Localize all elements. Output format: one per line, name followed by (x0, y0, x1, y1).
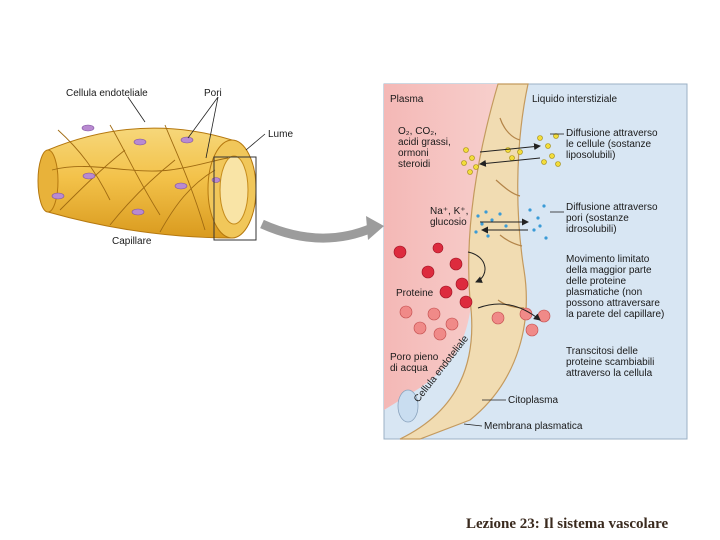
label-diffusion-cells: Diffusione attraverso le cellule (sostan… (566, 128, 658, 161)
label-interstitial-fluid: Liquido interstiziale (532, 94, 618, 105)
label-capillary: Capillare (112, 236, 152, 247)
label-diffusion-pores: Diffusione attraverso pori (sostanze idr… (566, 202, 658, 235)
label-water-pore: Poro pieno di acqua (390, 352, 439, 374)
lipid-molecules (461, 133, 561, 175)
zoom-box (213, 156, 257, 241)
transcytosis-proteins (399, 305, 551, 341)
capillary-leader-lines (127, 96, 266, 159)
ion-molecules (474, 204, 548, 240)
capillary-tube (37, 124, 257, 239)
label-proteins: Proteine (396, 288, 434, 299)
label-gases-lipids: O₂, CO₂, acidi grassi, ormoni steroidi (398, 126, 451, 170)
label-pores: Pori (204, 88, 222, 99)
label-ions-glucose: Na⁺, K⁺, glucosio (430, 206, 469, 228)
label-lumen: Lume (268, 129, 294, 140)
label-plasma: Plasma (390, 94, 424, 105)
plasma-proteins (393, 242, 473, 309)
panel-leader-lines (463, 133, 564, 427)
slide-footer-title: Lezione 23: Il sistema vascolare (466, 516, 669, 532)
label-transcytosis: Transcitosi delle proteine scambiabili a… (566, 346, 655, 379)
zoom-arrow (260, 219, 374, 243)
label-plasma-membrane: Membrana plasmatica (484, 421, 583, 432)
panel-arrows (467, 143, 541, 321)
label-cytoplasm: Citoplasma (508, 395, 559, 406)
label-endothelial-cell: Cellula endoteliale (66, 88, 148, 99)
label-limited-protein-movement: Movimento limitato della maggior parte d… (566, 254, 665, 320)
